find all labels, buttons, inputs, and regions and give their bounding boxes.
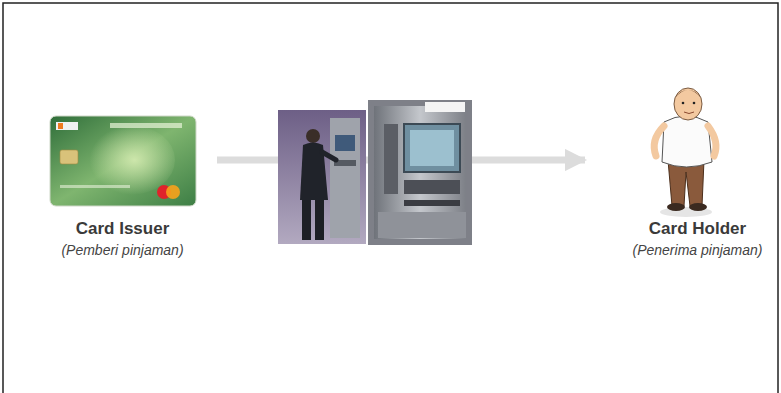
party-node: Card Holder(Penerima pinjaman): [595, 105, 780, 270]
party-node: Card Issuer(Pemberi pinjaman): [30, 105, 215, 270]
party-title: Card Issuer: [30, 218, 215, 240]
credit-card-picture: [50, 116, 196, 206]
party-role: (Penerima pinjaman): [615, 240, 780, 260]
party-role: (Pemberi pinjaman): [30, 240, 215, 260]
party-title: Card Holder: [615, 218, 780, 240]
atm-user-photo: [278, 110, 366, 244]
atm-machine-photo: [368, 100, 472, 245]
frame-border: [3, 3, 778, 393]
cartoon-man: [654, 88, 716, 217]
flow-arrow: [217, 157, 585, 164]
